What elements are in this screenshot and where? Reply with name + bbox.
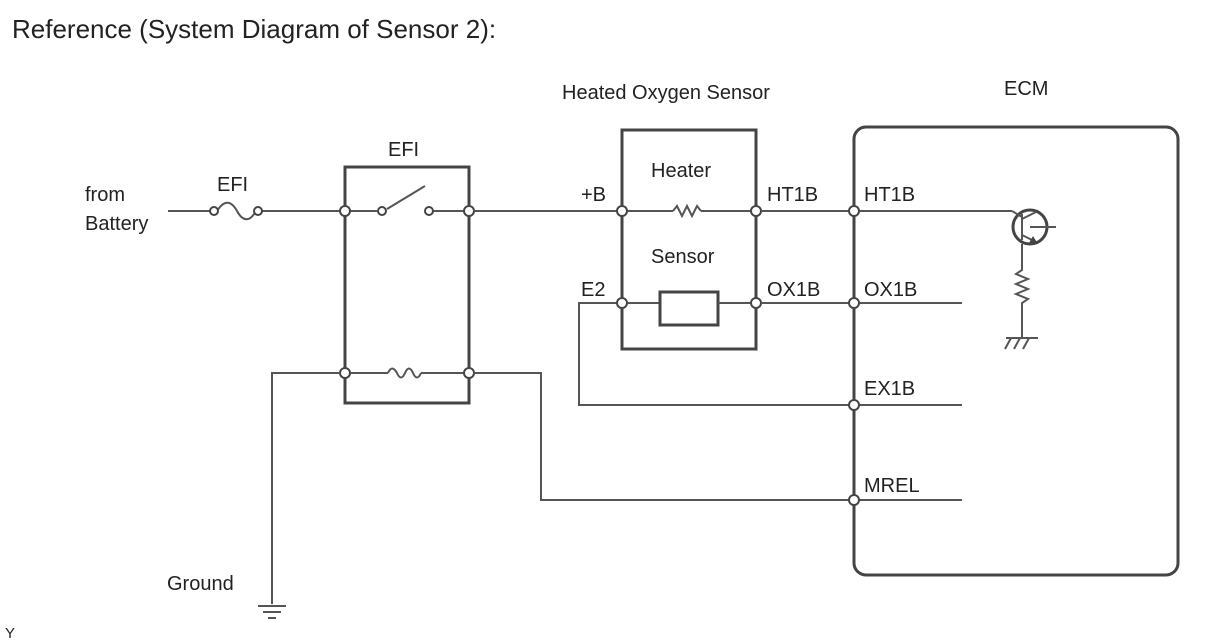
- battery-label-line1: from: [85, 184, 125, 206]
- relay-box: [343, 165, 471, 405]
- heater-resistor: [627, 203, 751, 219]
- relay-coil: [345, 367, 469, 379]
- relay-terminal: [463, 205, 475, 217]
- relay-terminal: [463, 367, 475, 379]
- battery-label-line2: Battery: [85, 213, 148, 235]
- sensor-title: Heated Oxygen Sensor: [562, 82, 770, 104]
- sensor-box: [620, 128, 758, 351]
- fuse-symbol: [168, 201, 343, 221]
- wire-relay-to-mrel: [474, 372, 849, 501]
- ecm-terminal: [848, 205, 860, 217]
- ground-label: Ground: [167, 573, 234, 595]
- sensor-terminal: [750, 297, 762, 309]
- relay-terminal: [339, 205, 351, 217]
- ecm-terminal: [848, 494, 860, 506]
- sensor-ox1b-label: OX1B: [767, 279, 820, 301]
- fuse-label: EFI: [217, 174, 248, 196]
- ecm-title: ECM: [1004, 78, 1048, 100]
- sensor-terminal: [750, 205, 762, 217]
- ecm-ex1b-label: EX1B: [864, 378, 915, 400]
- corner-mark: Y: [5, 625, 15, 642]
- sensor-element-label: Sensor: [651, 246, 715, 268]
- e2-label: E2: [581, 279, 605, 301]
- ecm-ground-symbol: [1004, 337, 1038, 350]
- relay-label: EFI: [388, 139, 419, 161]
- ground-wire: [271, 372, 340, 604]
- ecm-mrel-label: MREL: [864, 475, 920, 497]
- wire-e2-to-ex1b: [578, 302, 849, 406]
- ecm-terminal: [848, 399, 860, 411]
- sensor-ht1b-label: HT1B: [767, 184, 818, 206]
- sensor-terminal: [616, 297, 628, 309]
- relay-switch: [345, 185, 469, 216]
- ground-symbol: [258, 605, 286, 619]
- sensor-element: [627, 290, 751, 327]
- ecm-resistor: [1013, 265, 1031, 338]
- ecm-ox1b-label: OX1B: [864, 279, 917, 301]
- relay-terminal: [339, 367, 351, 379]
- ecm-box: [852, 125, 1180, 577]
- plus-b-label: +B: [581, 184, 606, 206]
- transistor-symbol: [1011, 208, 1056, 265]
- ecm-ht1b-label: HT1B: [864, 184, 915, 206]
- page-title: Reference (System Diagram of Sensor 2):: [12, 14, 496, 44]
- sensor-terminal: [616, 205, 628, 217]
- heater-label: Heater: [651, 160, 711, 182]
- ecm-terminal: [848, 297, 860, 309]
